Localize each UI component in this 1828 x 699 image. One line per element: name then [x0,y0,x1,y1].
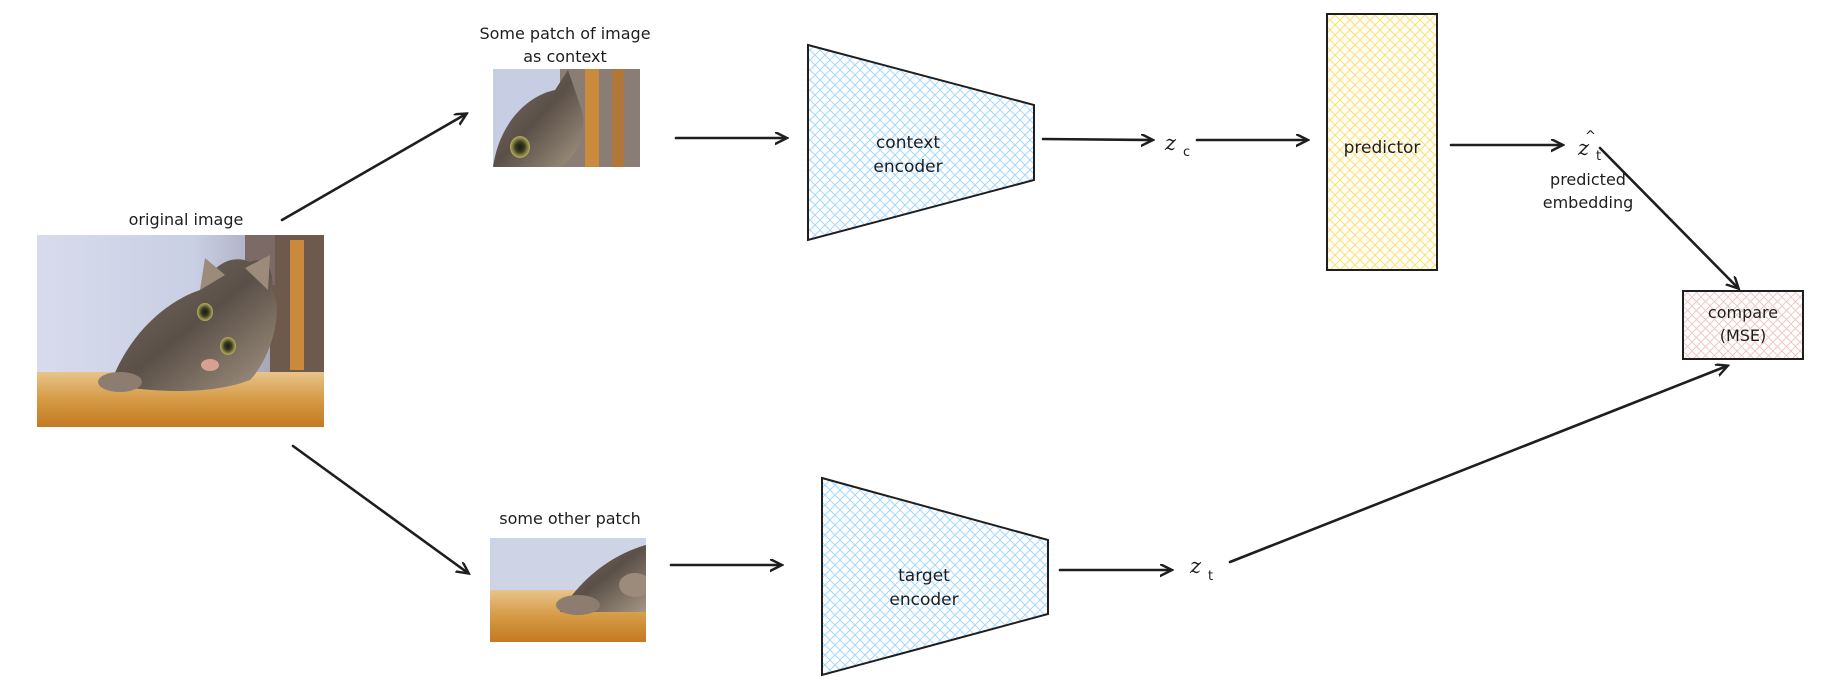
context-encoder-label-2: encoder [873,157,942,177]
z-t-symbol: z t [1189,554,1213,584]
context-patch-label-2: as context [523,47,607,66]
z-c-subscript: c [1183,145,1190,160]
z-c-base: z [1164,131,1177,155]
other-patch-photo [490,538,646,642]
original-image-label: original image [129,210,244,229]
arrow-zt-to-compare [1228,366,1727,564]
context-encoder: context encoder [807,43,1035,242]
arrow-context-encoder-to-zc [1041,139,1152,140]
compare-box: compare (MSE) [1682,290,1804,360]
predicted-embedding-label-1: predicted [1550,170,1626,189]
z-t-hat-hat: ^ [1585,129,1596,144]
context-patch-label-1: Some patch of image [479,24,650,43]
compare-label-2: (MSE) [1720,326,1767,345]
context-encoder-label-1: context [876,133,940,153]
other-patch-label: some other patch [499,509,641,528]
z-t-base: z [1189,554,1202,578]
arrow-original-to-other-patch [291,444,468,573]
z-t-hat-symbol: ^ z t [1577,129,1601,164]
arrow-original-to-context-patch [280,114,466,222]
predictor-label: predictor [1344,138,1421,158]
context-patch-photo [493,69,640,167]
target-encoder-label-2: encoder [889,590,958,610]
compare-label-1: compare [1708,303,1778,322]
z-t-hat-subscript: t [1596,149,1601,164]
original-image-photo [37,235,324,427]
predictor-box: predictor [1326,13,1438,271]
target-encoder-label-1: target [898,566,950,586]
z-c-symbol: z c [1164,131,1190,160]
z-t-hat-base: z [1577,136,1590,160]
target-encoder: target encoder [821,476,1049,677]
predicted-embedding-label-2: embedding [1543,193,1633,212]
z-t-subscript: t [1208,569,1213,584]
arrow-zt-hat-to-compare [1598,146,1738,288]
